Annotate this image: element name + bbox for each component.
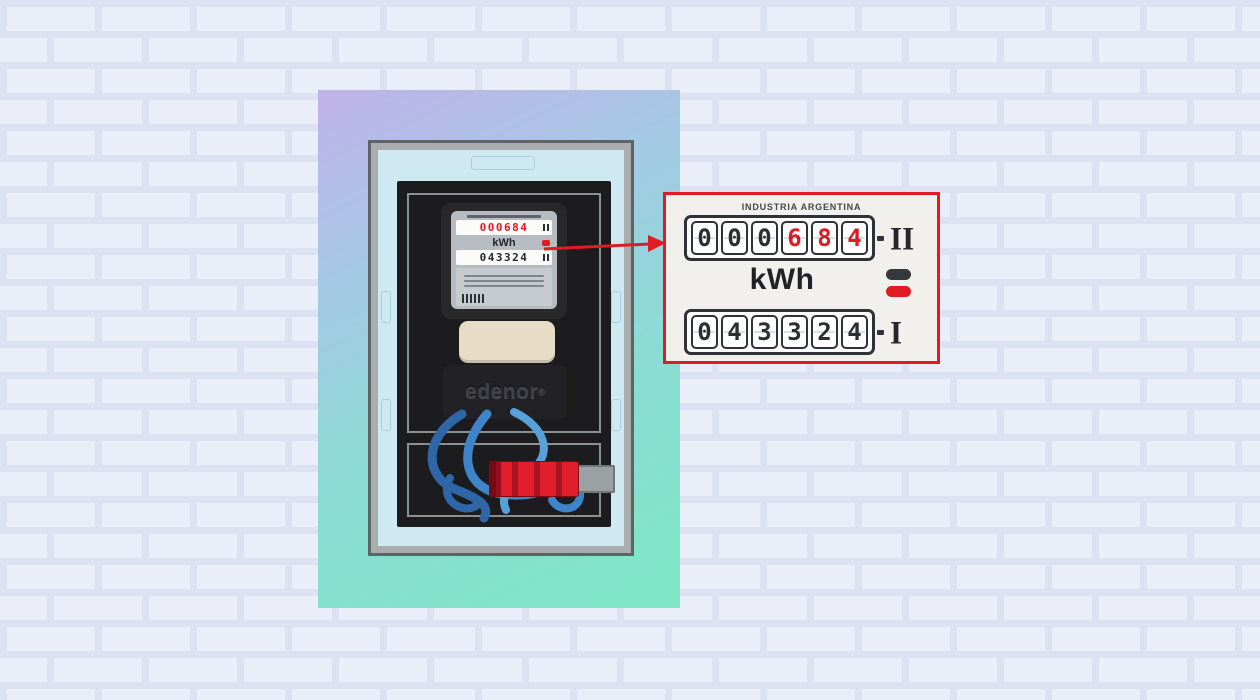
bottom-counter-row: 0 4 3 3 2 4 I xyxy=(684,309,902,355)
top-counter-row: 0 0 0 6 8 4 II xyxy=(684,215,914,261)
brand-logo: edenor xyxy=(465,380,539,403)
meter-label-area xyxy=(456,268,552,306)
meter-box: 000684 kWh 043324 xyxy=(368,140,634,556)
counter-digit: 0 xyxy=(721,221,748,255)
counter-digit: 3 xyxy=(781,315,808,349)
breaker-mount xyxy=(577,465,615,493)
box-clip-icon xyxy=(611,399,621,431)
box-clip-icon xyxy=(611,291,621,323)
counter-digit: 8 xyxy=(811,221,838,255)
counter-digit: 2 xyxy=(811,315,838,349)
dial-numeral-mini-icon xyxy=(543,254,549,261)
counter-digit: 4 xyxy=(841,221,868,255)
meter-reading-callout: INDUSTRIA ARGENTINA 0 0 0 6 8 4 II kWh 0… xyxy=(663,192,940,364)
box-clip-icon xyxy=(381,399,391,431)
counter-tick-icon xyxy=(877,329,884,335)
counter-digit: 0 xyxy=(751,221,778,255)
label-line xyxy=(464,285,544,287)
gradient-poster-panel: 000684 kWh 043324 xyxy=(318,90,680,608)
counter-digit: 0 xyxy=(691,315,718,349)
seal-pill-red-icon xyxy=(886,286,911,297)
callout-header: INDUSTRIA ARGENTINA xyxy=(741,202,862,212)
brand-registered-mark: ® xyxy=(538,387,545,397)
meter-bottom-reading-value: 043324 xyxy=(479,251,529,264)
upper-compartment xyxy=(407,193,601,433)
counter-digit: 6 xyxy=(781,221,808,255)
meter-unit-row: kWh xyxy=(456,236,552,250)
meter-bottom-reading: 043324 xyxy=(456,250,552,265)
bottom-counter: 0 4 3 3 2 4 xyxy=(684,309,875,355)
pulse-indicator-dot-icon xyxy=(542,240,550,246)
dial-numeral: I xyxy=(890,313,903,351)
electric-meter: 000684 kWh 043324 xyxy=(441,203,567,319)
label-line xyxy=(464,275,544,277)
zoom-arrow-icon xyxy=(543,235,666,252)
counter-digit: 4 xyxy=(721,315,748,349)
micro-text-bar xyxy=(466,215,542,218)
barcode-icon xyxy=(462,294,484,303)
top-counter: 0 0 0 6 8 4 xyxy=(684,215,875,261)
counter-tick-icon xyxy=(877,235,884,241)
meter-top-reading-value: 000684 xyxy=(479,221,529,234)
dial-numeral: II xyxy=(890,219,915,257)
box-clip-icon xyxy=(381,291,391,323)
box-clip-icon xyxy=(471,156,535,170)
counter-digit: 3 xyxy=(751,315,778,349)
label-line xyxy=(464,280,544,282)
counter-digit: 0 xyxy=(691,221,718,255)
meter-top-reading: 000684 xyxy=(456,220,552,235)
seal-pill-dark-icon xyxy=(886,269,911,280)
counter-digit: 4 xyxy=(841,315,868,349)
callout-unit-label: kWh xyxy=(749,263,815,296)
circuit-breaker xyxy=(489,461,579,497)
meter-display: 000684 kWh 043324 xyxy=(451,211,557,309)
meter-unit-label: kWh xyxy=(492,237,516,249)
dial-numeral-mini-icon xyxy=(543,224,549,231)
fuse-cover xyxy=(459,321,555,363)
